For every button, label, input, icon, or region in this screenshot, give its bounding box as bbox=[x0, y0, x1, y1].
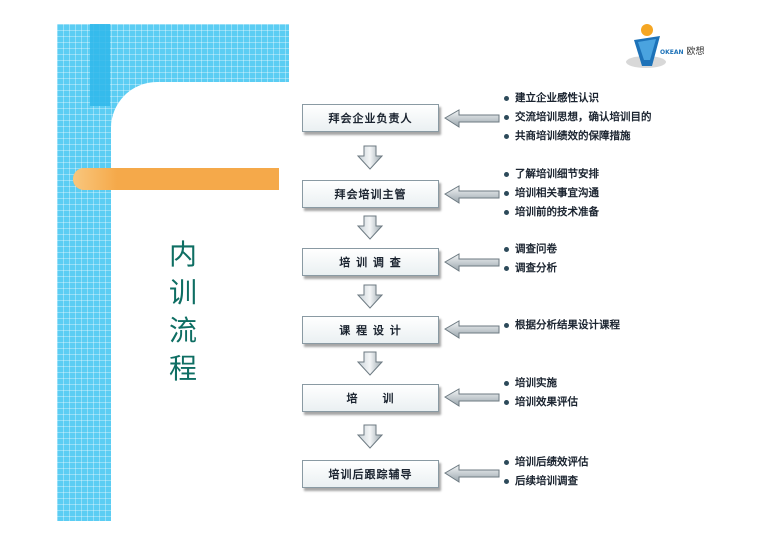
content-panel bbox=[111, 82, 301, 542]
step-box: 培 训 bbox=[302, 384, 439, 412]
list-item: 根据分析结果设计课程 bbox=[504, 316, 620, 335]
bullet-icon bbox=[504, 265, 509, 271]
bullet-icon bbox=[504, 380, 509, 386]
list-item: 了解培训细节安排 bbox=[504, 165, 599, 184]
bullet-icon bbox=[504, 478, 509, 484]
side-title-char: 程 bbox=[168, 352, 197, 385]
list-item-text: 培训实施 bbox=[515, 377, 557, 389]
side-title: 内 训 流 程 bbox=[166, 236, 200, 388]
down-arrow-icon bbox=[356, 424, 384, 449]
list-item-text: 培训相关事宜沟通 bbox=[515, 187, 599, 199]
left-arrow-icon bbox=[444, 464, 500, 483]
left-arrow-icon bbox=[444, 320, 500, 339]
list-item-text: 培训前的技术准备 bbox=[515, 206, 599, 218]
bullet-icon bbox=[504, 95, 509, 101]
step-box: 拜会培训主管 bbox=[302, 180, 439, 208]
bullet-list: 调查问卷 调查分析 bbox=[504, 240, 557, 278]
bullet-icon bbox=[504, 399, 509, 405]
list-item: 培训效果评估 bbox=[504, 393, 578, 412]
list-item-text: 交流培训思想，确认培训目的 bbox=[515, 111, 652, 123]
list-item-text: 调查分析 bbox=[515, 262, 557, 274]
side-title-char: 训 bbox=[168, 276, 197, 309]
bullet-icon bbox=[504, 322, 509, 328]
list-item: 培训后绩效评估 bbox=[504, 453, 589, 472]
list-item-text: 调查问卷 bbox=[515, 243, 557, 255]
bullet-icon bbox=[504, 190, 509, 196]
bullet-list: 建立企业感性认识 交流培训思想，确认培训目的 共商培训绩效的保障措施 bbox=[504, 89, 652, 146]
left-arrow-icon bbox=[444, 388, 500, 407]
down-arrow-icon bbox=[356, 351, 384, 376]
list-item: 建立企业感性认识 bbox=[504, 89, 652, 108]
logo-small: OKEAN bbox=[660, 49, 684, 56]
bullet-list: 了解培训细节安排 培训相关事宜沟通 培训前的技术准备 bbox=[504, 165, 599, 222]
list-item: 培训前的技术准备 bbox=[504, 203, 599, 222]
list-item: 培训实施 bbox=[504, 374, 578, 393]
list-item-text: 了解培训细节安排 bbox=[515, 168, 599, 180]
left-arrow-icon bbox=[444, 253, 500, 272]
decorative-orange-bar bbox=[73, 168, 279, 190]
bullet-icon bbox=[504, 133, 509, 139]
list-item: 调查分析 bbox=[504, 259, 557, 278]
list-item: 共商培训绩效的保障措施 bbox=[504, 127, 652, 146]
decorative-grid-accent bbox=[90, 24, 110, 106]
bullet-list: 根据分析结果设计课程 bbox=[504, 316, 620, 335]
list-item: 调查问卷 bbox=[504, 240, 557, 259]
left-arrow-icon bbox=[444, 109, 500, 128]
bullet-icon bbox=[504, 459, 509, 465]
bullet-icon bbox=[504, 209, 509, 215]
bullet-icon bbox=[504, 114, 509, 120]
down-arrow-icon bbox=[356, 145, 384, 170]
company-logo bbox=[626, 24, 666, 68]
down-arrow-icon bbox=[356, 284, 384, 309]
side-title-char: 内 bbox=[168, 238, 197, 271]
list-item-text: 共商培训绩效的保障措施 bbox=[515, 130, 631, 142]
list-item-text: 建立企业感性认识 bbox=[515, 92, 599, 104]
bullet-list: 培训后绩效评估 后续培训调查 bbox=[504, 453, 589, 491]
down-arrow-icon bbox=[356, 215, 384, 240]
step-box: 培训后跟踪辅导 bbox=[302, 460, 439, 488]
list-item-text: 培训后绩效评估 bbox=[515, 456, 589, 468]
step-box: 课 程 设 计 bbox=[302, 316, 439, 344]
bullet-icon bbox=[504, 246, 509, 252]
step-box: 拜会企业负责人 bbox=[302, 104, 439, 132]
list-item-text: 培训效果评估 bbox=[515, 396, 578, 408]
step-box: 培 训 调 查 bbox=[302, 248, 439, 276]
logo-name: 欧想 bbox=[686, 47, 705, 57]
list-item-text: 根据分析结果设计课程 bbox=[515, 319, 620, 331]
side-title-char: 流 bbox=[168, 314, 197, 347]
left-arrow-icon bbox=[444, 185, 500, 204]
list-item-text: 后续培训调查 bbox=[515, 475, 578, 487]
bullet-icon bbox=[504, 171, 509, 177]
list-item: 后续培训调查 bbox=[504, 472, 589, 491]
list-item: 交流培训思想，确认培训目的 bbox=[504, 108, 652, 127]
list-item: 培训相关事宜沟通 bbox=[504, 184, 599, 203]
bullet-list: 培训实施 培训效果评估 bbox=[504, 374, 578, 412]
